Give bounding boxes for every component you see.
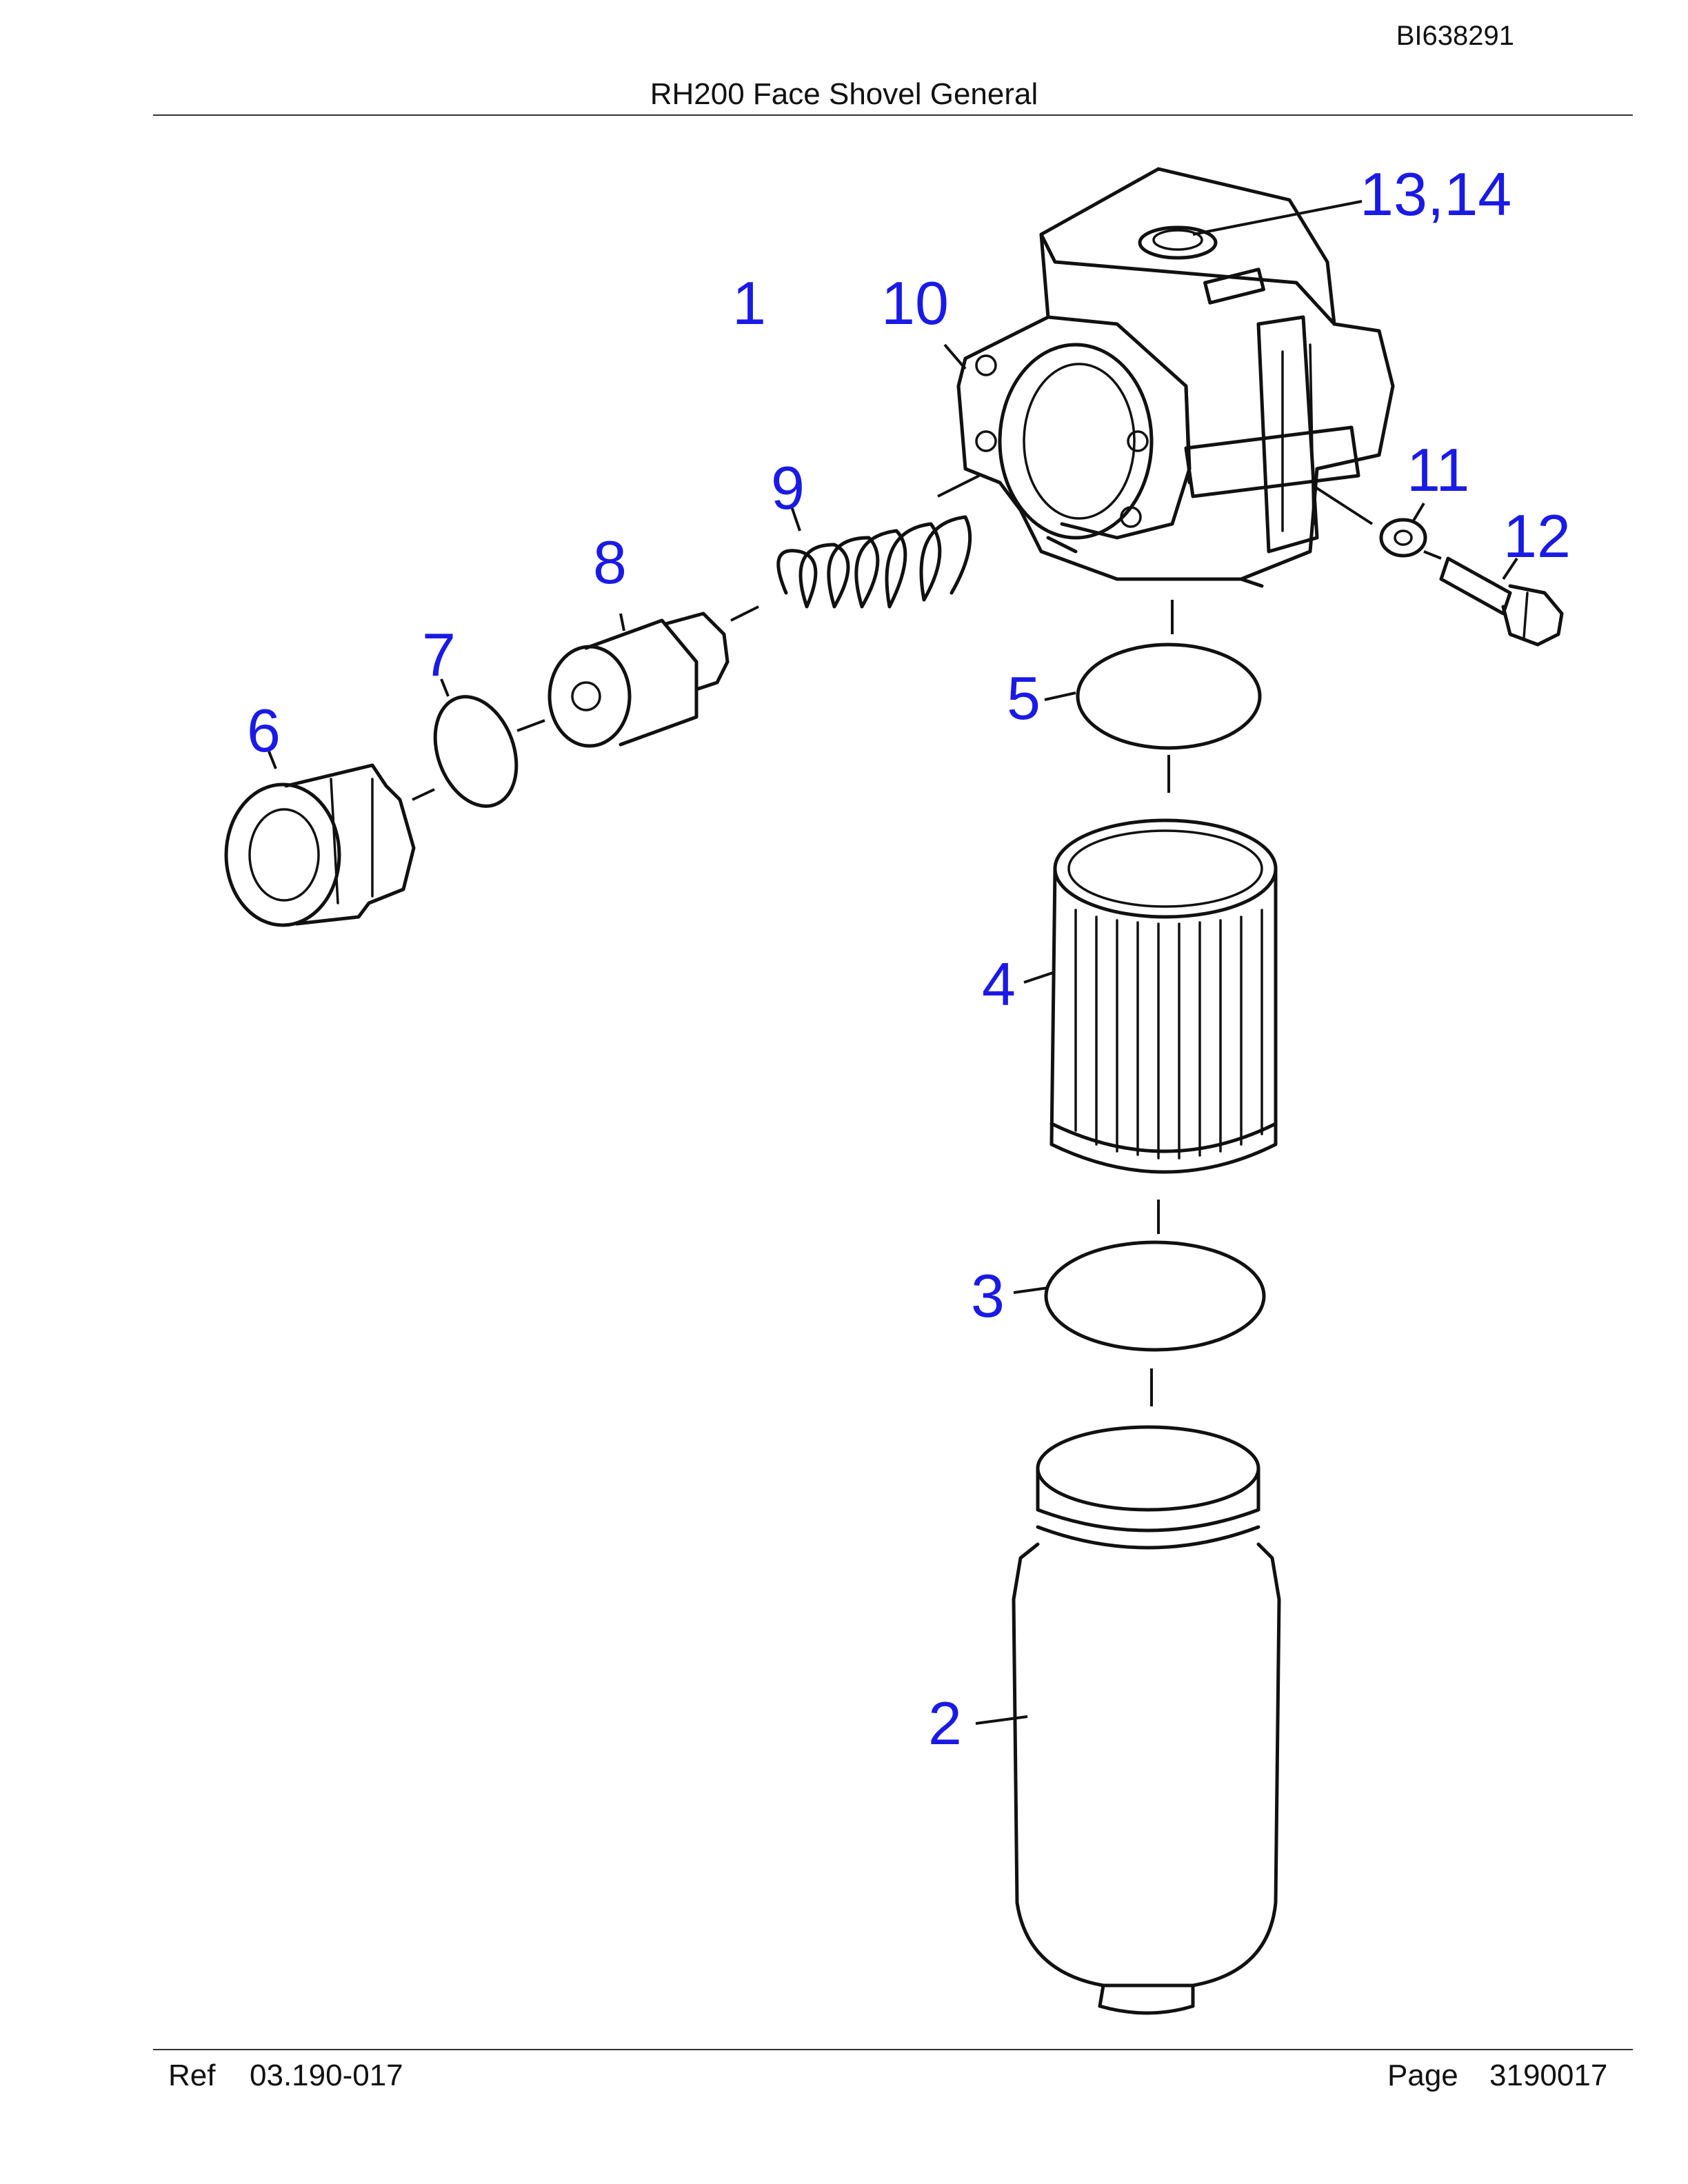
page-label: Page xyxy=(1387,2059,1458,2092)
header-divider xyxy=(153,114,1633,116)
bolt xyxy=(1439,556,1564,647)
valve-piston xyxy=(547,611,730,748)
callout-2: 2 xyxy=(928,1689,962,1757)
callout-8: 8 xyxy=(593,528,627,596)
callout-9: 9 xyxy=(771,454,805,522)
spring xyxy=(776,515,972,609)
o-ring-bottom xyxy=(1044,1240,1266,1352)
callout-11: 11 xyxy=(1407,436,1469,504)
callout-3: 3 xyxy=(971,1262,1005,1330)
page-title: RH200 Face Shovel General xyxy=(650,77,1038,111)
footer-divider xyxy=(153,2049,1633,2050)
washer xyxy=(1379,518,1427,558)
o-ring-plug xyxy=(433,695,519,808)
callout-7: 7 xyxy=(422,620,456,689)
o-ring-top xyxy=(1076,643,1262,750)
callout-1: 1 xyxy=(732,269,766,337)
filter-bowl xyxy=(1012,1425,1281,2015)
ref-label: Ref xyxy=(168,2059,216,2092)
callout-6: 6 xyxy=(247,696,281,765)
filter-head-housing xyxy=(956,167,1395,588)
document-id: BI638291 xyxy=(1396,21,1514,51)
assembly-axis-lines xyxy=(268,200,1518,1725)
callout-4: 4 xyxy=(982,950,1016,1018)
ref-value: 03.190-017 xyxy=(250,2059,403,2092)
plug xyxy=(224,763,416,927)
callout-5: 5 xyxy=(1007,664,1041,732)
callout-10: 10 xyxy=(881,269,949,337)
callout-13-14: 13,14 xyxy=(1360,160,1511,228)
filter-element xyxy=(1049,818,1278,1174)
page-value: 3190017 xyxy=(1489,2059,1608,2092)
callout-12: 12 xyxy=(1503,502,1571,570)
